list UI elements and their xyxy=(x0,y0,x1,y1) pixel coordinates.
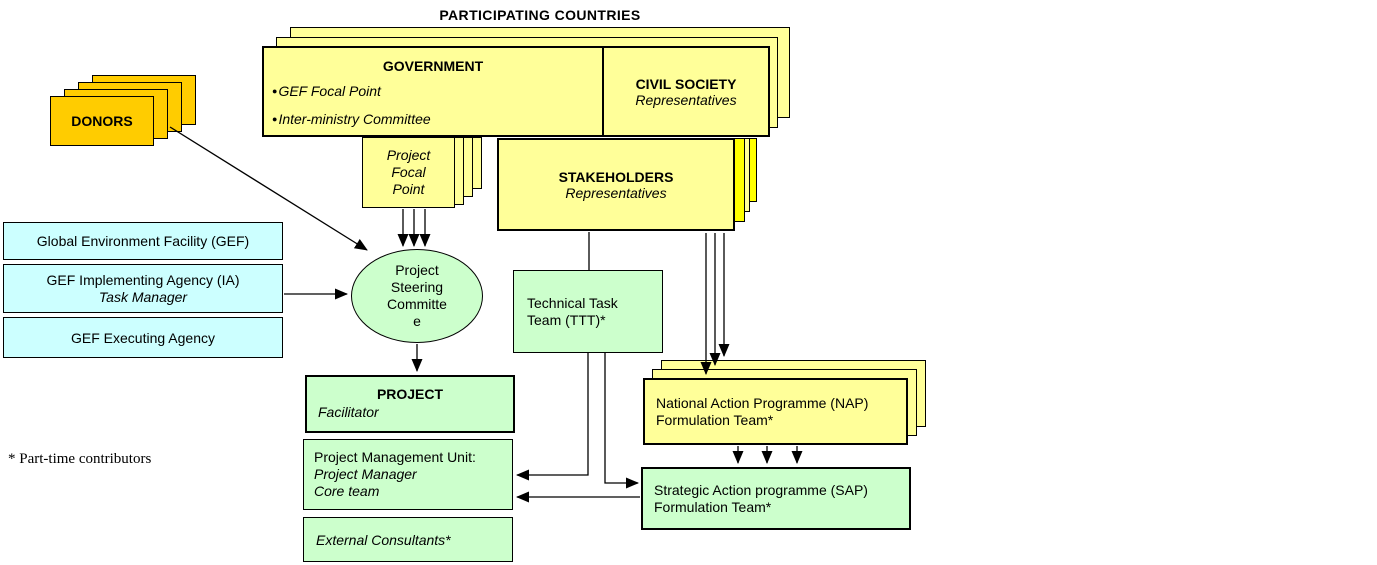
technical-task-team-box: Technical Task Team (TTT)* xyxy=(513,270,663,353)
stakeholders-title: STAKEHOLDERS xyxy=(558,168,674,185)
sap-label-line1: Strategic Action programme (SAP) xyxy=(654,481,868,498)
project-facilitator-label: Facilitator xyxy=(318,404,379,420)
part-time-contributors-note: * Part-time contributors xyxy=(8,451,152,467)
gef-ia-label: GEF Implementing Agency (IA) xyxy=(46,271,240,288)
arrow-ttt-to-sap xyxy=(604,353,639,489)
nap-label-line2: Formulation Team* xyxy=(656,411,774,428)
government-box: GOVERNMENT ● GEF Focal Point ● Inter-min… xyxy=(262,46,604,137)
arrow-ttt-to-pmu xyxy=(516,353,589,481)
gef-executing-agency-box: GEF Executing Agency xyxy=(3,317,283,358)
sap-formulation-team-box: Strategic Action programme (SAP) Formula… xyxy=(641,467,911,530)
government-bullet-2-label: Inter-ministry Committee xyxy=(278,111,431,127)
gef-facility-label: Global Environment Facility (GEF) xyxy=(36,233,250,249)
government-bullet-1: ● GEF Focal Point xyxy=(272,83,602,99)
government-title: GOVERNMENT xyxy=(382,58,484,74)
project-focal-point-box: Project Focal Point xyxy=(362,137,455,208)
pmu-title: Project Management Unit: xyxy=(314,449,476,465)
external-consultants-box: External Consultants* xyxy=(303,517,513,562)
government-bullet-2: ● Inter-ministry Committee xyxy=(272,111,602,127)
sap-label-line2: Formulation Team* xyxy=(654,498,772,515)
pmu-project-manager-label: Project Manager xyxy=(314,466,417,482)
technical-task-team-label: Technical Task Team (TTT)* xyxy=(527,294,618,328)
government-bullet-1-label: GEF Focal Point xyxy=(278,83,381,99)
donors-box: DONORS xyxy=(50,96,154,146)
project-focal-point-label: Project Focal Point xyxy=(386,147,431,197)
gef-ea-label: GEF Executing Agency xyxy=(71,329,215,346)
pmu-core-team-label: Core team xyxy=(314,483,380,499)
project-title: PROJECT xyxy=(376,386,444,402)
participating-countries-title: PARTICIPATING COUNTRIES xyxy=(439,7,641,23)
stakeholders-box: STAKEHOLDERS Representatives xyxy=(497,138,735,231)
external-consultants-label: External Consultants* xyxy=(316,531,451,548)
civil-society-box: CIVIL SOCIETY Representatives xyxy=(604,46,770,137)
stakeholders-subtitle: Representatives xyxy=(565,184,667,201)
gef-facility-box: Global Environment Facility (GEF) xyxy=(3,222,283,260)
nap-formulation-team-box: National Action Programme (NAP) Formulat… xyxy=(643,378,908,445)
gef-implementing-agency-box: GEF Implementing Agency (IA) Task Manage… xyxy=(3,264,283,313)
project-steering-committee-label: Project Steering Committe e xyxy=(387,262,447,329)
nap-label-line1: National Action Programme (NAP) xyxy=(656,394,869,411)
project-steering-committee-ellipse: Project Steering Committe e xyxy=(351,249,483,343)
civil-society-subtitle: Representatives xyxy=(635,91,737,108)
civil-society-title: CIVIL SOCIETY xyxy=(635,75,737,92)
bullet-icon: ● xyxy=(272,86,278,96)
project-management-unit-box: Project Management Unit: Project Manager… xyxy=(303,439,513,510)
task-manager-label: Task Manager xyxy=(98,288,188,305)
bullet-icon: ● xyxy=(272,114,278,124)
project-box: PROJECT Facilitator xyxy=(305,375,515,433)
donors-label: DONORS xyxy=(71,113,133,129)
